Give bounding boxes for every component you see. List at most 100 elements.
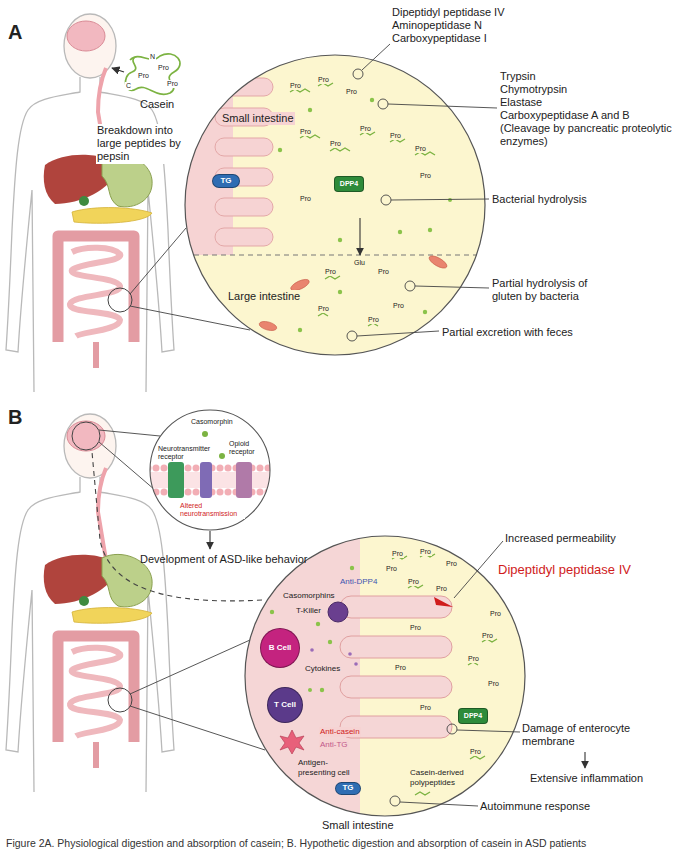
magnified-intestine-b bbox=[584, 752, 585, 768]
callout-label: Cytokines bbox=[305, 664, 340, 674]
magnified-intestine-b bbox=[447, 724, 457, 734]
magnified-intestine-a bbox=[330, 148, 350, 151]
callout-label: Damage of enterocyte membrane bbox=[522, 722, 682, 748]
callout-label: Trypsin bbox=[500, 70, 536, 83]
magnified-intestine-a bbox=[325, 276, 340, 279]
magnified-intestine-a bbox=[347, 44, 497, 341]
magnified-intestine-b bbox=[308, 688, 312, 692]
brain-zoom bbox=[150, 410, 270, 530]
node-text: DPP4 bbox=[340, 180, 358, 188]
magnified-intestine-a bbox=[428, 228, 432, 232]
magnified-intestine-a bbox=[359, 218, 360, 255]
magnified-intestine-a bbox=[370, 98, 374, 102]
magnified-intestine-a bbox=[308, 108, 312, 112]
callout-label: Increased permeability bbox=[505, 532, 616, 545]
magnified-intestine-a bbox=[215, 198, 273, 216]
magnified-intestine-a bbox=[338, 290, 342, 294]
magnified-intestine-b bbox=[245, 536, 525, 816]
residue-label: C bbox=[125, 82, 132, 90]
magnified-intestine-b bbox=[320, 688, 324, 692]
body-figure bbox=[6, 414, 174, 792]
magnified-intestine-b bbox=[245, 536, 525, 816]
callout-label: Partial excretion with feces bbox=[442, 326, 573, 339]
callout-label: Anti-casein bbox=[319, 727, 361, 737]
magnified-intestine-b bbox=[130, 640, 250, 694]
magnified-intestine-a bbox=[405, 281, 415, 291]
magnified-intestine-b bbox=[328, 640, 332, 644]
magnified-intestine-b bbox=[354, 662, 358, 666]
callout-label: Small intestine bbox=[221, 112, 295, 125]
residue-label: Pro bbox=[419, 548, 432, 556]
magnified-intestine-b bbox=[270, 610, 274, 614]
magnified-intestine-a bbox=[215, 168, 273, 186]
callout-label: Dipeptidyl peptidase IV bbox=[392, 6, 505, 19]
magnified-intestine-b bbox=[470, 756, 485, 759]
figure-caption: Figure 2A. Physiological digestion and a… bbox=[6, 837, 679, 850]
residue-label: Pro bbox=[389, 132, 402, 140]
magnified-intestine-b bbox=[348, 652, 352, 656]
residue-label: Pro bbox=[299, 195, 312, 203]
callout-label: Bacterial hydrolysis bbox=[492, 193, 587, 206]
residue-label: Pro bbox=[487, 680, 500, 688]
residue-label: Pro bbox=[345, 88, 358, 96]
callout-label: Neurotransmitter receptor bbox=[157, 445, 215, 462]
magnified-intestine-b bbox=[457, 730, 520, 732]
callout-label: Breakdown into large peptides by pepsin bbox=[96, 124, 184, 164]
residue-label: Pro bbox=[435, 585, 448, 593]
callout-label: Elastase bbox=[500, 96, 542, 109]
callout-label: Development of ASD-like behavior bbox=[140, 553, 308, 566]
magnified-intestine-b bbox=[108, 688, 132, 712]
callout-label: Extensive inflammation bbox=[530, 772, 643, 785]
callout-label: Partial hydrolysis of gluten by bacteria bbox=[492, 277, 617, 303]
brain-zoom bbox=[150, 410, 270, 530]
residue-label: Pro bbox=[329, 140, 342, 148]
callout-label: Carboxypeptidase I bbox=[392, 32, 487, 45]
magnified-intestine-a bbox=[338, 238, 342, 242]
node-text: TG bbox=[342, 784, 353, 793]
dpp4-enzyme: DPP4 bbox=[458, 708, 488, 724]
residue-label: Pro bbox=[157, 64, 170, 72]
callout-label: Autoimmune response bbox=[480, 800, 590, 813]
residue-label: Pro bbox=[419, 172, 432, 180]
residue-label: Pro bbox=[489, 610, 502, 618]
node-text: T Cell bbox=[274, 701, 296, 710]
magnified-intestine-b bbox=[108, 536, 585, 816]
callout-label: Anti-TG bbox=[319, 740, 349, 750]
magnified-intestine-b bbox=[434, 597, 453, 607]
callout-lines bbox=[130, 228, 186, 294]
magnified-intestine-b bbox=[454, 541, 503, 598]
residue-label: Pro bbox=[414, 145, 427, 153]
residue-label: Pro bbox=[394, 664, 407, 672]
magnified-intestine-a bbox=[185, 44, 497, 355]
transglutaminase-pill: TG bbox=[335, 782, 361, 795]
callout-label: Casomorphin bbox=[190, 418, 234, 426]
node-text: DPP4 bbox=[464, 712, 482, 720]
callout-label: Anti-DPP4 bbox=[340, 577, 377, 587]
callout-label: Small intestine bbox=[322, 819, 394, 832]
magnified-intestine-a bbox=[353, 69, 363, 79]
magnified-intestine-a bbox=[362, 44, 390, 70]
residue-label: Pro bbox=[359, 125, 372, 133]
residue-label: Pro bbox=[317, 305, 330, 313]
residue-label: Pro bbox=[137, 72, 150, 80]
magnified-intestine-a bbox=[278, 148, 282, 152]
magnified-intestine-b bbox=[310, 648, 314, 652]
callout-label: Carboxypeptidase A and B bbox=[500, 109, 630, 122]
magnified-intestine-b bbox=[280, 730, 304, 754]
brain-zoom bbox=[202, 431, 208, 437]
residue-label: Pro bbox=[299, 128, 312, 136]
callout-lines bbox=[108, 288, 132, 312]
casein-chain bbox=[125, 54, 180, 94]
callout-label: Casein-derived polypeptides bbox=[410, 768, 472, 787]
node-text: B Cell bbox=[269, 644, 292, 653]
magnified-intestine-a bbox=[423, 310, 427, 314]
magnified-intestine-b bbox=[316, 622, 320, 626]
callout-label: Casein bbox=[140, 98, 174, 111]
callout-label: Chymotrypsin bbox=[500, 83, 567, 96]
magnified-intestine-a bbox=[388, 104, 497, 108]
magnified-intestine-a bbox=[185, 55, 485, 355]
magnified-intestine-b bbox=[328, 602, 348, 622]
magnified-intestine-a bbox=[415, 286, 489, 288]
callout-label: Altered neurotransmission bbox=[179, 502, 245, 519]
magnified-intestine-b bbox=[390, 796, 400, 806]
